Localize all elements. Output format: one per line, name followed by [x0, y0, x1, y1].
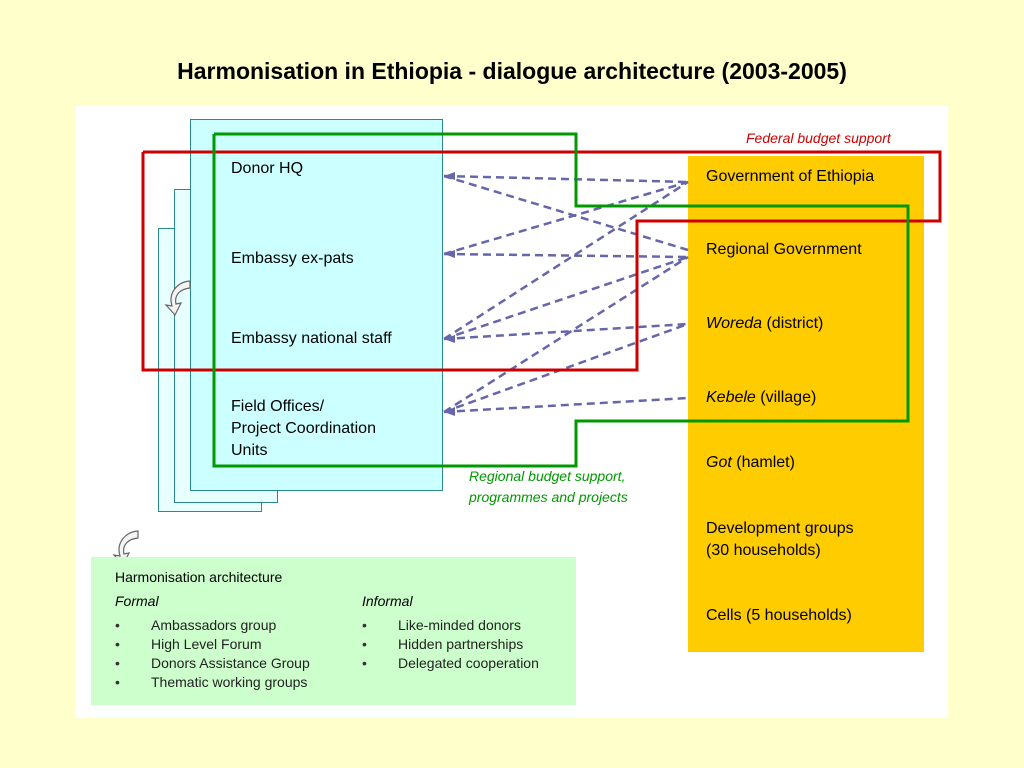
list-item: •Hidden partnerships [362, 636, 524, 652]
informal-heading: Informal [362, 593, 413, 609]
federal-budget-outline [141, 150, 942, 372]
list-item: •Like-minded donors [362, 617, 521, 633]
list-item: •Donors Assistance Group [115, 655, 310, 671]
list-item: •Thematic working groups [115, 674, 308, 690]
embassy-expats-label: Embassy ex-pats [231, 250, 354, 267]
list-item: •High Level Forum [115, 636, 262, 652]
regional-budget-caption: Regional budget support, programmes and … [469, 468, 628, 505]
regional-budget-outline [212, 132, 910, 468]
harmonisation-box: Harmonisation architecture Formal Inform… [91, 557, 576, 705]
informal-list: •Like-minded donors •Hidden partnerships… [362, 616, 539, 673]
list-item: •Ambassadors group [115, 617, 277, 633]
gov-level-label: Development groups (30 households) [706, 520, 854, 559]
gov-level-label: Woreda (district) [706, 315, 824, 332]
list-item: •Delegated cooperation [362, 655, 539, 671]
formal-heading: Formal [115, 593, 159, 609]
formal-list: •Ambassadors group •High Level Forum •Do… [115, 616, 310, 692]
field-offices-label: Field Offices/ Project Coordination Unit… [231, 398, 376, 459]
dialogue-connectors [443, 174, 689, 414]
gov-level-label: Got (hamlet) [706, 454, 795, 471]
gov-level-label: Government of Ethiopia [706, 168, 875, 185]
curved-arrow-icon [164, 280, 191, 317]
embassy-national-staff-label: Embassy national staff [231, 330, 392, 347]
donor-box [190, 119, 443, 491]
donor-hq-label: Donor HQ [231, 160, 304, 177]
gov-level-label: Cells (5 households) [706, 607, 852, 624]
gov-level-label: Regional Government [706, 241, 862, 258]
gov-level-label: Kebele (village) [706, 389, 817, 406]
page-title: Harmonisation in Ethiopia - dialogue arc… [177, 58, 847, 84]
government-column [688, 156, 924, 652]
federal-budget-caption: Federal budget support [746, 130, 891, 146]
harmonisation-title: Harmonisation architecture [115, 569, 283, 585]
